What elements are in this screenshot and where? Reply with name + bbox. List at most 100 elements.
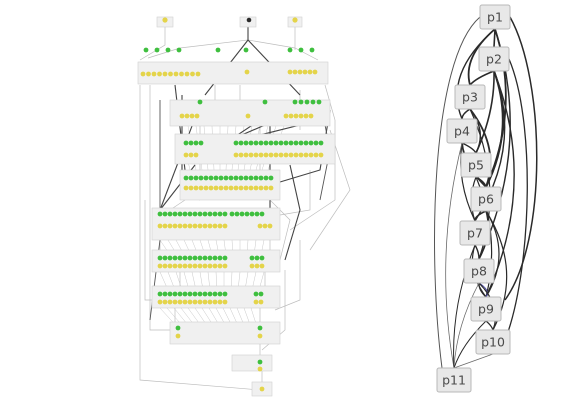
node-p5-box xyxy=(460,152,492,178)
node-p7-box xyxy=(459,220,491,246)
node-p4-box xyxy=(446,118,478,144)
cluster-row-7 xyxy=(151,285,281,309)
row3-yellow-b-node xyxy=(258,152,264,158)
row6-yellow-node xyxy=(222,263,228,269)
left-light-edge-7 xyxy=(309,129,351,251)
row5-yellow-node xyxy=(217,223,223,229)
edge-p10-p11 xyxy=(453,353,494,369)
row7-yellow-node xyxy=(212,299,218,305)
row5-green-b-node xyxy=(259,211,265,217)
row3-green-b-node xyxy=(288,140,294,146)
row1-yellow-d-node xyxy=(292,69,298,75)
row3-yellow-b-node xyxy=(263,152,269,158)
row5-green-b-node xyxy=(239,211,245,217)
node-p3: p3 xyxy=(454,84,486,110)
row7-green-node xyxy=(197,291,203,297)
row1-yellow-d-node xyxy=(297,69,303,75)
row4-yellow-node xyxy=(248,185,254,191)
row3-green-b-node xyxy=(253,140,259,146)
row6-yellow-node xyxy=(202,263,208,269)
node-p6-label: p6 xyxy=(478,192,494,207)
row1-green-node xyxy=(143,47,149,53)
row7-green-node xyxy=(177,291,183,297)
row4-green-node xyxy=(183,175,189,181)
row3-green-node xyxy=(188,140,194,146)
row8-green-node xyxy=(175,325,181,331)
row3-green-b-node xyxy=(268,140,274,146)
row6-green-node xyxy=(172,255,178,261)
row3-green-b-node xyxy=(293,140,299,146)
row2-yellow-node xyxy=(194,113,200,119)
left-light-edge-2 xyxy=(247,22,319,61)
row6-green-node xyxy=(167,255,173,261)
row7-yellow-node xyxy=(182,299,188,305)
node-p11: p11 xyxy=(436,367,472,393)
row5-yellow-node xyxy=(222,223,228,229)
row3-green-b-node xyxy=(248,140,254,146)
node-p6: p6 xyxy=(470,186,502,212)
row7-yellow-b-node xyxy=(253,299,259,305)
row2-green-c-node xyxy=(298,99,304,105)
row2-yellow-c-node xyxy=(283,113,289,119)
row6-green-node xyxy=(197,255,203,261)
edge-p4-p11 xyxy=(445,142,463,369)
row7-yellow-node xyxy=(202,299,208,305)
edge-outer-left xyxy=(434,16,481,369)
row3-green-b-node xyxy=(243,140,249,146)
row3-green-b-node xyxy=(318,140,324,146)
row1-green-c-node xyxy=(287,47,293,53)
row6-yellow-node xyxy=(187,263,193,269)
cluster-row-9 xyxy=(231,354,273,372)
row6-yellow-node xyxy=(197,263,203,269)
row6-green-node xyxy=(157,255,163,261)
row5-green-node xyxy=(187,211,193,217)
row2-yellow-c-node xyxy=(293,113,299,119)
row6-green-node xyxy=(202,255,208,261)
row3-yellow-node xyxy=(193,152,199,158)
row3-yellow-b-node xyxy=(298,152,304,158)
node-p7: p7 xyxy=(459,220,491,246)
row4-green-node xyxy=(218,175,224,181)
edge-p2-p5 xyxy=(475,70,495,154)
row1-green-b-node xyxy=(243,47,249,53)
left-dark-edge-10 xyxy=(269,109,331,186)
row3-yellow-b-node xyxy=(313,152,319,158)
row7-green-node xyxy=(162,291,168,297)
row3-green-b-node xyxy=(283,140,289,146)
row1-yellow-node xyxy=(168,71,173,77)
row5-green-node xyxy=(177,211,183,217)
row1-yellow-d-node xyxy=(287,69,293,75)
top-left-node xyxy=(162,17,168,23)
row6-green-node xyxy=(182,255,188,261)
edge-p7-p8 xyxy=(474,244,480,260)
row7-yellow-node xyxy=(187,299,193,305)
row3-green-b-node xyxy=(313,140,319,146)
row3-green-b-node xyxy=(258,140,264,146)
row4-yellow-node xyxy=(233,185,239,191)
row5-green-b-node xyxy=(229,211,235,217)
row6-green-node xyxy=(187,255,193,261)
row2-yellow-node xyxy=(184,113,190,119)
row1-yellow-d-node xyxy=(312,69,318,75)
row5-green-b-node xyxy=(249,211,255,217)
row3-green-node xyxy=(183,140,189,146)
row5-yellow-node xyxy=(157,223,163,229)
left-light-edge-23 xyxy=(279,170,311,216)
row7-yellow-node xyxy=(172,299,178,305)
row4-green-node xyxy=(253,175,259,181)
row1-green-node xyxy=(176,47,182,53)
row4-green-node xyxy=(258,175,264,181)
row4-yellow-node xyxy=(188,185,194,191)
row4-green-node xyxy=(213,175,219,181)
edge-p3-p4 xyxy=(461,108,471,120)
row7-green-node xyxy=(222,291,228,297)
cluster-row-4 xyxy=(179,169,281,201)
node-p2: p2 xyxy=(478,46,510,72)
row4-green-node xyxy=(238,175,244,181)
row6-green-node xyxy=(162,255,168,261)
node-p2-box xyxy=(478,46,510,72)
node-p7-label: p7 xyxy=(467,226,483,241)
row3-green-b-node xyxy=(273,140,279,146)
